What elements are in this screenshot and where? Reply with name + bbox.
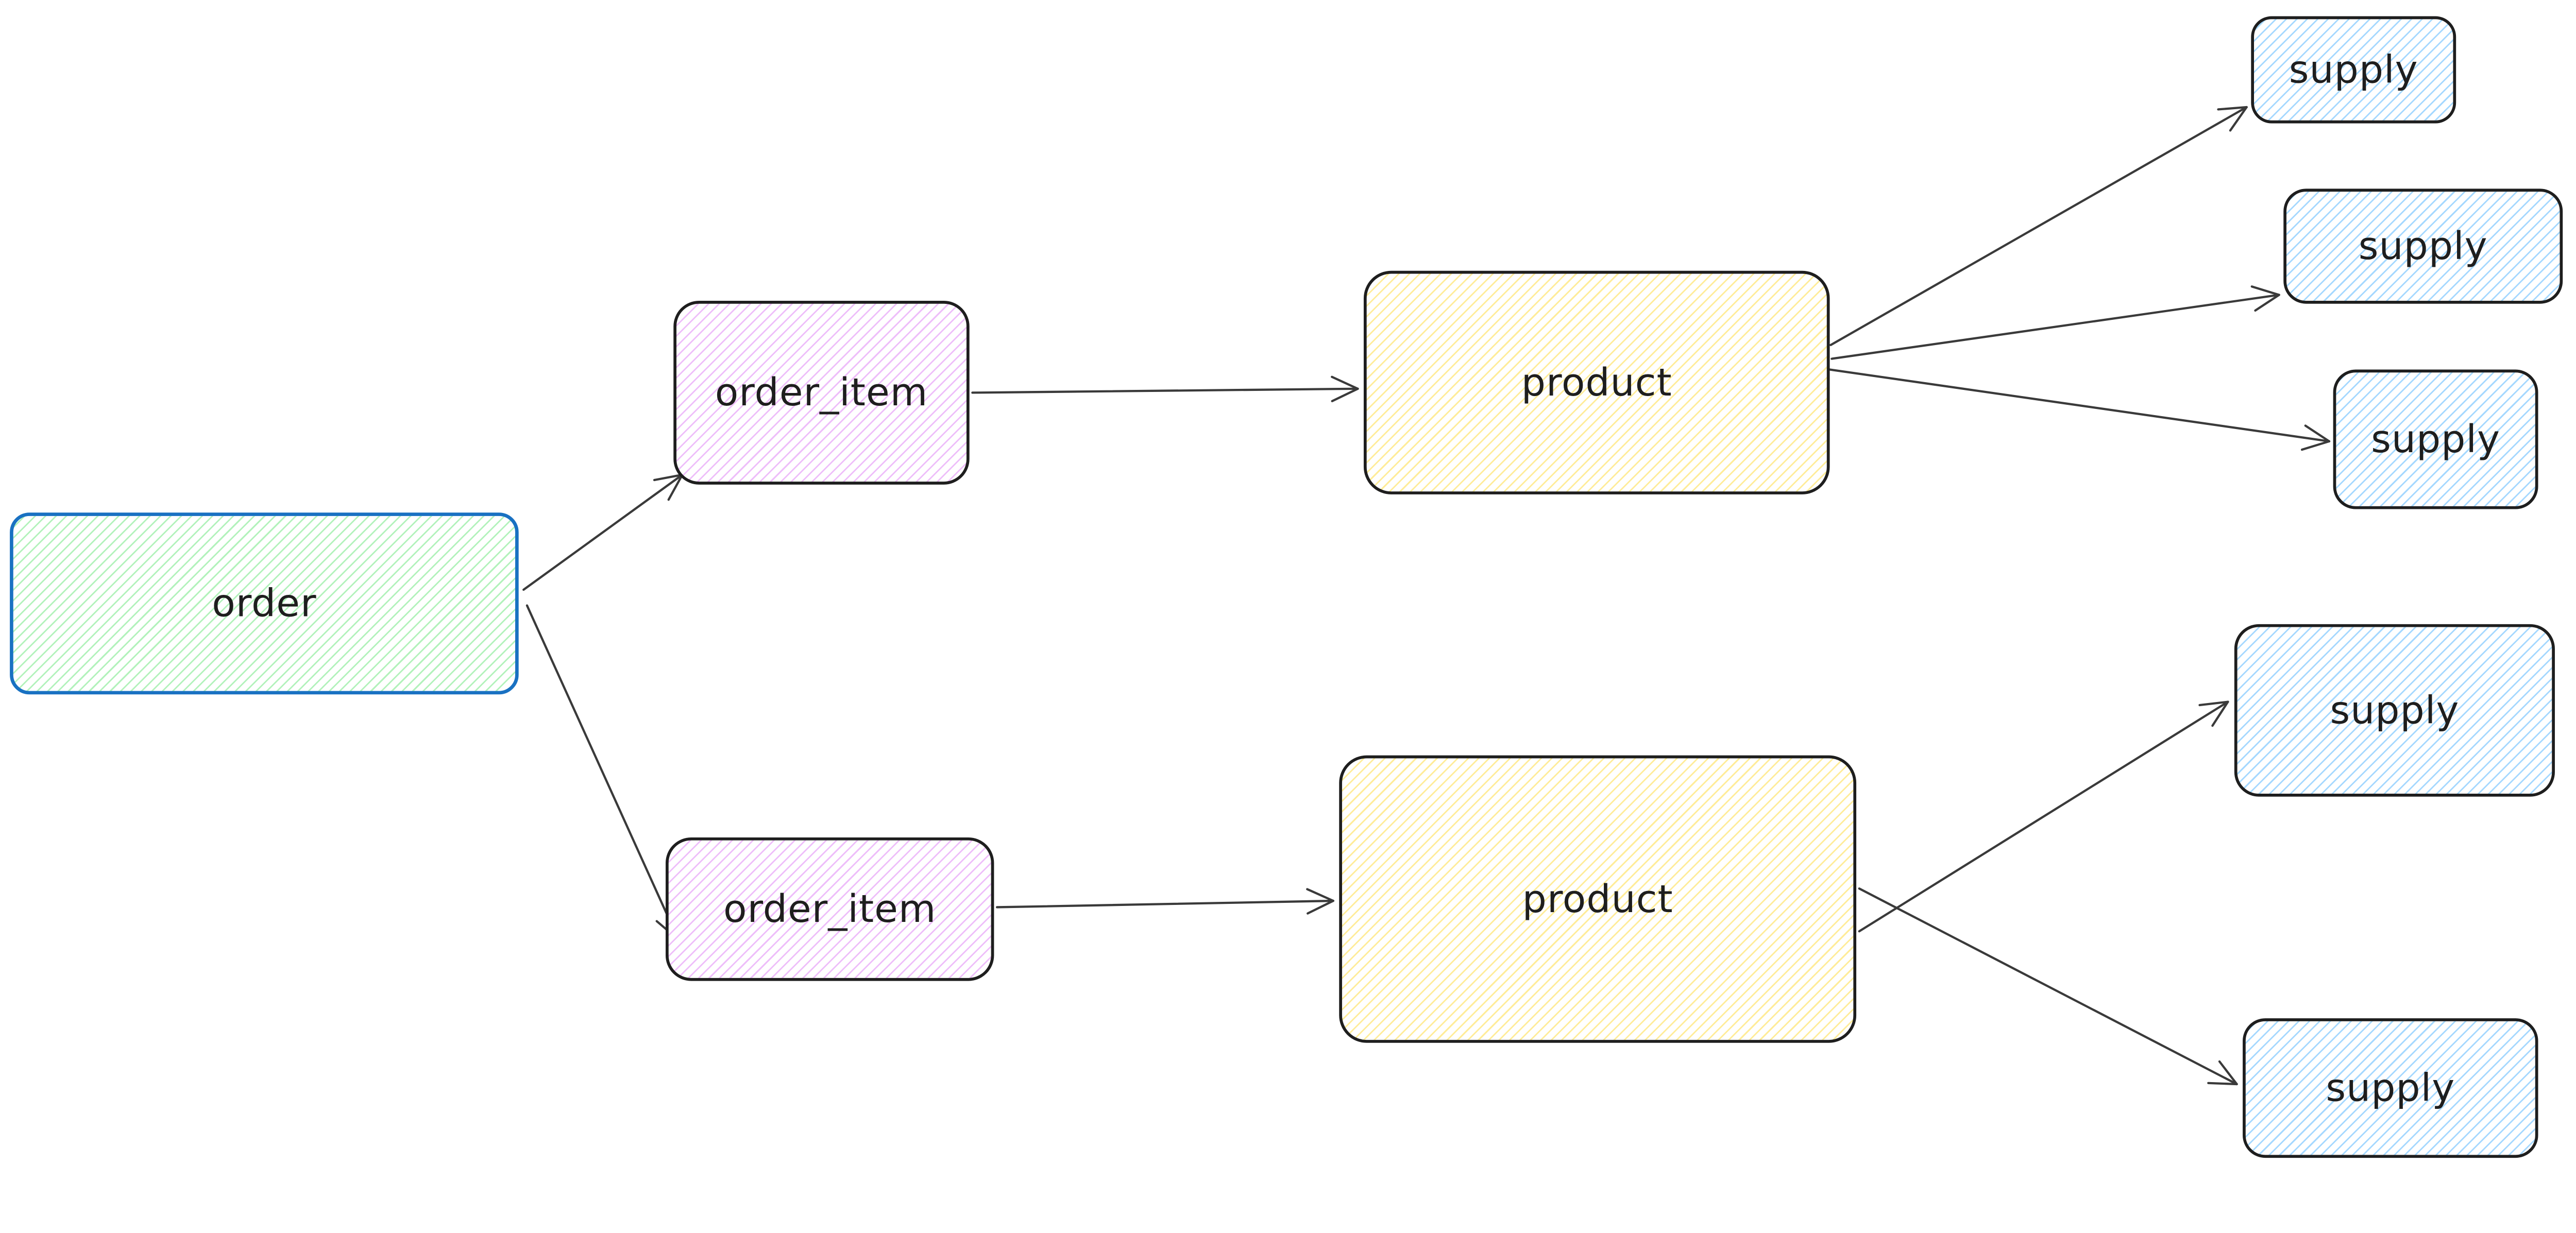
arrow-head	[2211, 700, 2229, 727]
node-order-item-1-label: order_item	[715, 370, 928, 415]
node-product-1[interactable]: product	[1363, 270, 1830, 494]
node-product-2[interactable]: product	[1339, 755, 1857, 1043]
node-supply-4[interactable]: supply	[2234, 624, 2555, 797]
arrow-product_2-to-supply_4[interactable]	[1858, 700, 2229, 933]
arrow-shaft	[1829, 106, 2248, 346]
diagram-canvas[interactable]: order order_item order_item product prod…	[0, 0, 2576, 1177]
node-supply-3-label: supply	[2371, 417, 2501, 461]
node-order-label: order	[212, 581, 317, 626]
arrow-shaft	[971, 387, 1359, 394]
arrow-head	[2300, 440, 2331, 451]
arrow-product_1-to-supply_3[interactable]	[1828, 368, 2331, 451]
arrow-order-to-order_item_2[interactable]	[526, 604, 680, 941]
arrow-head	[2229, 106, 2248, 132]
arrow-shaft	[1858, 887, 2238, 1086]
arrow-head	[1331, 375, 1359, 390]
node-order-item-2[interactable]: order_item	[665, 837, 994, 981]
arrow-product_2-to-supply_5[interactable]	[1858, 887, 2238, 1086]
arrow-head	[2217, 106, 2248, 111]
arrow-product_1-to-supply_2[interactable]	[1831, 285, 2280, 360]
arrow-shaft	[1858, 700, 2229, 933]
node-supply-5[interactable]: supply	[2243, 1018, 2538, 1158]
arrow-product_1-to-supply_1[interactable]	[1829, 106, 2248, 346]
arrow-head	[1306, 888, 1334, 902]
arrow-shaft	[522, 473, 684, 591]
node-supply-5-label: supply	[2326, 1066, 2455, 1110]
arrow-shaft	[526, 604, 680, 941]
node-supply-2[interactable]: supply	[2283, 189, 2563, 304]
node-order[interactable]: order	[10, 512, 519, 695]
arrow-order_item_1-to-product_1[interactable]	[971, 375, 1359, 403]
node-supply-1[interactable]: supply	[2251, 16, 2456, 124]
arrow-head	[667, 473, 684, 501]
node-supply-4-label: supply	[2330, 688, 2460, 733]
arrow-order-to-order_item_1[interactable]	[522, 473, 684, 591]
node-product-1-label: product	[1521, 360, 1672, 405]
arrows-layer	[522, 106, 2331, 1086]
arrow-head	[1307, 899, 1334, 915]
node-order-item-2-label: order_item	[723, 887, 937, 932]
arrow-head	[2254, 294, 2280, 312]
arrow-head	[2250, 285, 2280, 296]
arrow-shaft	[1828, 368, 2331, 443]
arrow-head	[2304, 424, 2331, 443]
arrow-shaft	[995, 899, 1334, 909]
node-product-2-label: product	[1522, 877, 1673, 921]
node-order-item-1[interactable]: order_item	[673, 300, 970, 485]
arrow-head	[2207, 1082, 2238, 1086]
arrow-order_item_2-to-product_2[interactable]	[995, 888, 1334, 915]
node-supply-2-label: supply	[2358, 224, 2488, 268]
arrow-head	[653, 473, 684, 482]
arrow-head	[2198, 700, 2229, 707]
node-supply-3[interactable]: supply	[2333, 369, 2538, 509]
arrow-head	[1331, 387, 1359, 403]
arrow-shaft	[1831, 294, 2280, 360]
arrow-head	[2218, 1060, 2238, 1086]
node-supply-1-label: supply	[2289, 47, 2418, 92]
